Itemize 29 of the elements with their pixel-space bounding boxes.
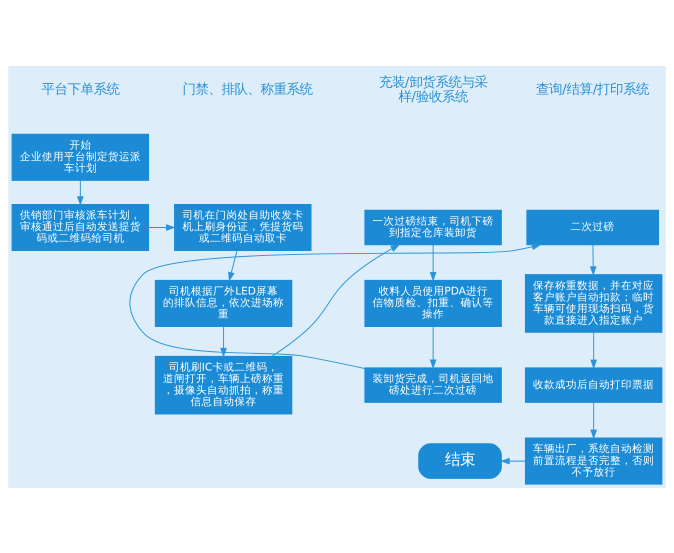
node-box: 车辆出厂，系统自动检测前置流程是否完整，否则不予放行: [524, 437, 662, 484]
label: 平台下单系统: [41, 82, 120, 98]
arrow: [272, 244, 400, 356]
node-box: 司机在门岗处自助收发卡机上刷身份证，凭提货码或二维码自动取卡: [174, 203, 312, 251]
arrow: [500, 457, 526, 464]
label: 查询/结算/打印系统: [536, 82, 650, 98]
node-box: 收款成功后自动打印票据: [524, 366, 662, 402]
node-box: 开始 企业使用平台制定货运派车计划: [12, 133, 150, 180]
arrow: [220, 326, 227, 358]
arrow: [148, 224, 176, 230]
node-box: 收料人员使用PDA进行信物质检、扣重、确认等操作: [364, 279, 502, 326]
arrow: [590, 331, 598, 369]
arrow: [590, 244, 597, 276]
label: 门禁、排队、称重系统: [182, 82, 313, 98]
arrow: [76, 180, 84, 206]
node-box: 结束: [418, 442, 502, 478]
arrow: [430, 244, 436, 282]
label: 充装/卸货系统与采样/验收系统: [378, 74, 488, 104]
node-box: 供销部门审核派车计划，审核通过后自动发送提货码或二维码给司机: [12, 203, 150, 251]
node-box: 司机刷IC卡或二维码，道闸打开，车辆上磅称重，摄像头自动抓拍，称重信息自动保存: [154, 355, 292, 414]
node-box: 二次过磅: [526, 209, 660, 245]
node-box: 一次过磅结束，司机下磅到指定仓库装卸货: [364, 209, 502, 245]
node-box: 装卸货完成，司机返回地磅处进行二次过磅: [364, 366, 502, 402]
node-box: 司机根据厂外LED屏幕的排队信息，依次进场称重: [154, 279, 292, 326]
arrow: [430, 326, 436, 369]
arrow: [228, 250, 238, 282]
arrow: [130, 243, 542, 368]
node-box: 保存称重数据，并在对应客户账户自动扣款；临时车辆可使用现场扫码，货款直接进入指定账户: [524, 274, 662, 332]
arrow: [590, 402, 598, 439]
